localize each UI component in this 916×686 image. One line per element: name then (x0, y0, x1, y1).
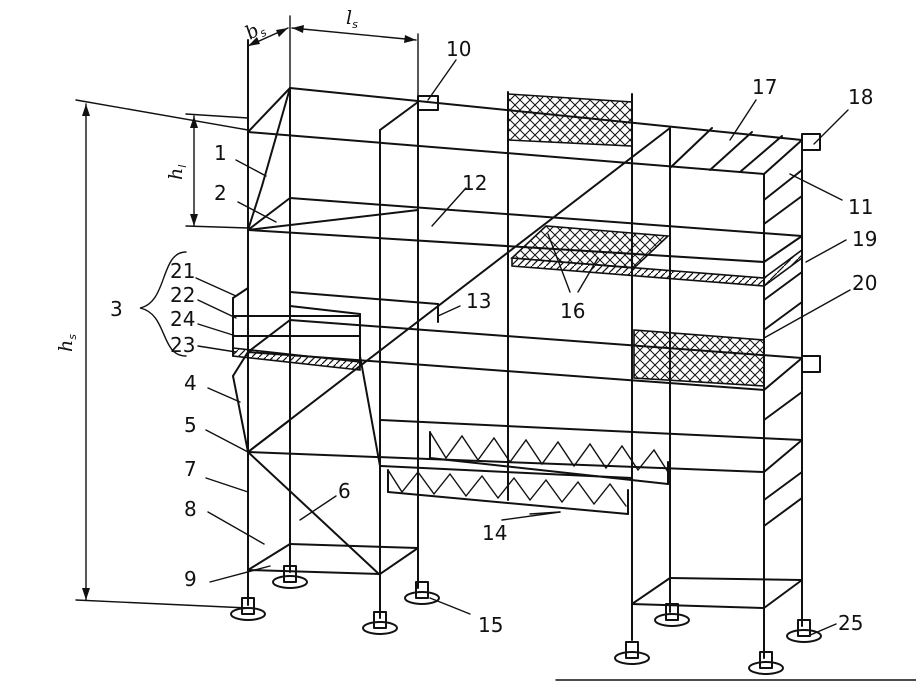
label-19: 19 (852, 227, 877, 251)
dim-bs: bs (242, 16, 270, 46)
mesh-panel-top (507, 93, 633, 147)
label-4: 4 (184, 371, 197, 395)
bracket-deck (232, 347, 361, 371)
base-plate (614, 641, 650, 665)
label-9: 9 (184, 567, 197, 591)
label-3: 3 (110, 297, 123, 321)
toe-board-end (763, 248, 803, 288)
label-23: 23 (170, 333, 195, 357)
dim-hs: hs (55, 334, 79, 352)
bracket-platform (232, 287, 439, 371)
label-17: 17 (752, 75, 777, 99)
scaffold-structure (230, 39, 916, 681)
base-plates (230, 565, 822, 675)
coupler-10 (417, 95, 439, 111)
base-plate (362, 611, 398, 635)
label-2: 2 (214, 181, 227, 205)
label-10: 10 (446, 37, 471, 61)
standards (247, 39, 803, 659)
dim-hl: hl (165, 165, 189, 180)
label-24: 24 (170, 307, 195, 331)
label-1: 1 (214, 141, 227, 165)
passage-frame (379, 431, 669, 515)
base-plate (786, 619, 822, 643)
base-plate (404, 581, 440, 605)
braces (232, 87, 671, 576)
base-plate (272, 565, 308, 589)
ledgers (247, 87, 803, 609)
base-plate (748, 651, 784, 675)
label-25: 25 (838, 611, 863, 635)
lattice-girder (387, 431, 669, 507)
dim-ls: ls (346, 7, 358, 31)
coupler-mid (801, 355, 821, 373)
label-13: 13 (466, 289, 491, 313)
part-labels: 1 2 3 21 22 24 23 4 5 7 8 9 6 10 12 13 1… (110, 37, 877, 637)
deck-boards (669, 127, 783, 173)
label-14: 14 (482, 521, 507, 545)
label-7: 7 (184, 457, 197, 481)
transoms (247, 87, 803, 609)
base-plate (654, 603, 690, 627)
label-11: 11 (848, 195, 873, 219)
label-5: 5 (184, 413, 197, 437)
label-22: 22 (170, 283, 195, 307)
mesh-panel-lower (633, 329, 765, 387)
label-18: 18 (848, 85, 873, 109)
label-12: 12 (462, 171, 487, 195)
label-6: 6 (338, 479, 351, 503)
label-20: 20 (852, 271, 877, 295)
label-16: 16 (560, 299, 585, 323)
leader-lines (139, 59, 851, 637)
coupler-18 (801, 133, 821, 151)
label-8: 8 (184, 497, 197, 521)
label-15: 15 (478, 613, 503, 637)
label-21: 21 (170, 259, 195, 283)
